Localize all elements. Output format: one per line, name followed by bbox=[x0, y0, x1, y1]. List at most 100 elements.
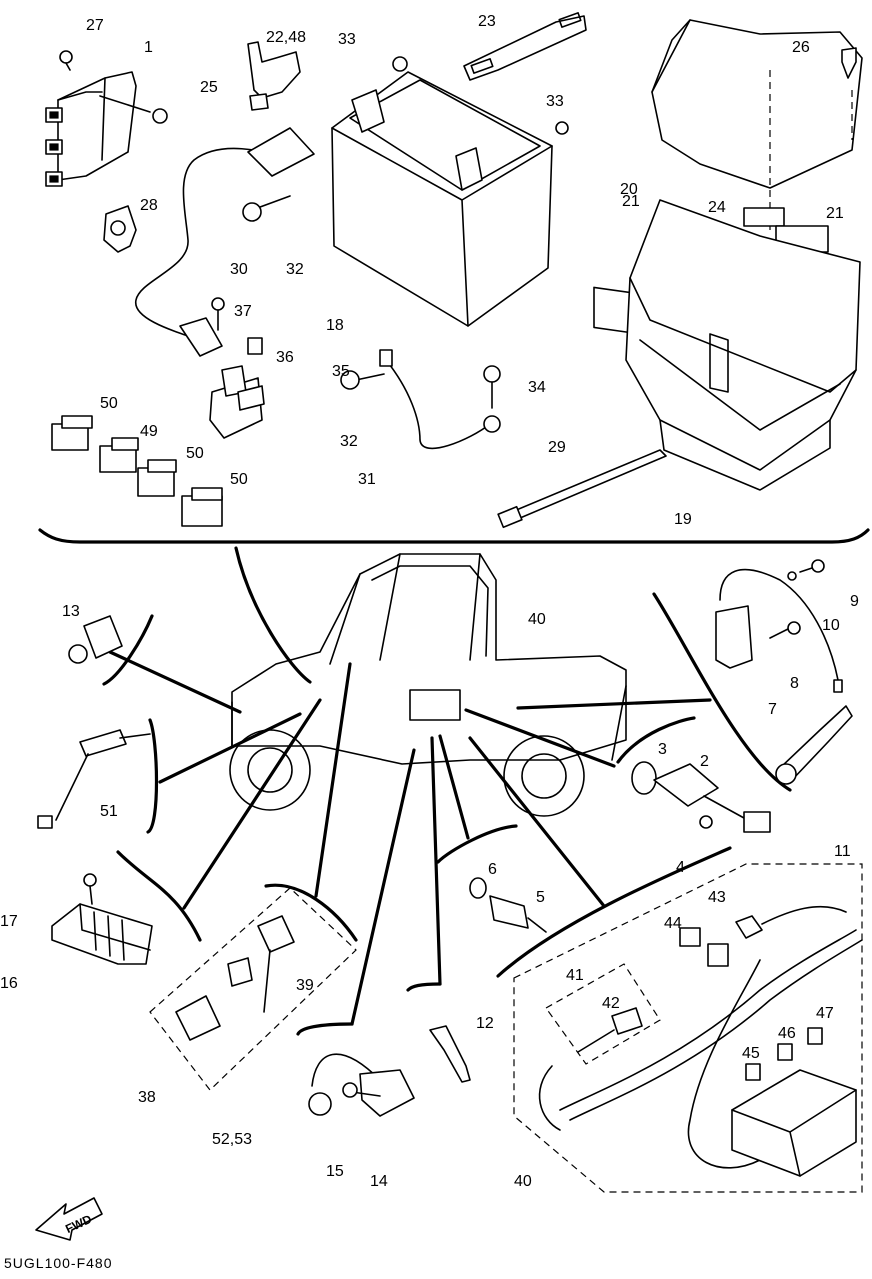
bolt-8 bbox=[769, 621, 801, 639]
connector-49 bbox=[99, 437, 139, 473]
callout-label: 25 bbox=[200, 79, 218, 96]
callout-label: 33 bbox=[546, 93, 564, 110]
bolt-32b bbox=[340, 370, 385, 390]
callout-label: 2 bbox=[700, 753, 709, 770]
callout-label: 38 bbox=[138, 1089, 156, 1106]
terminal-bolt-33b bbox=[555, 121, 569, 135]
callout-label: 5 bbox=[536, 889, 545, 906]
callout-label: 16 bbox=[0, 975, 18, 992]
callout-label: 20 bbox=[620, 181, 638, 198]
callout-label: 26 bbox=[792, 39, 810, 56]
callout-label: 8 bbox=[790, 675, 799, 692]
callout-label: 6 bbox=[488, 861, 497, 878]
callout-label: 34 bbox=[528, 379, 546, 396]
cable-31 bbox=[379, 349, 501, 450]
callout-label: 9 bbox=[850, 593, 859, 610]
washer-6 bbox=[469, 877, 487, 899]
callout-label: 4 bbox=[676, 859, 685, 876]
callout-label: 28 bbox=[140, 197, 158, 214]
callout-label: 52,53 bbox=[212, 1131, 252, 1148]
callout-label: 14 bbox=[370, 1173, 388, 1190]
bolt-37 bbox=[211, 297, 225, 331]
strap-23 bbox=[463, 12, 587, 81]
callout-label: 23 bbox=[478, 13, 496, 30]
sensor-2 bbox=[653, 763, 771, 833]
callout-label: 41 bbox=[566, 967, 584, 984]
callout-label: 24 bbox=[708, 199, 726, 216]
sensor-13 bbox=[68, 615, 123, 664]
clamp-28 bbox=[103, 205, 137, 253]
rectifier-16 bbox=[51, 903, 153, 965]
bolt-32a bbox=[242, 195, 291, 222]
callout-label: 46 bbox=[778, 1025, 796, 1042]
fuse-45 bbox=[745, 1063, 761, 1081]
bolt-27 bbox=[59, 50, 73, 71]
leader-lines bbox=[108, 546, 712, 1026]
screw-25 bbox=[99, 95, 168, 124]
callout-label: 40 bbox=[514, 1173, 532, 1190]
callout-label: 27 bbox=[86, 17, 104, 34]
callout-label: 3 bbox=[658, 741, 667, 758]
battery-box-19 bbox=[625, 199, 861, 491]
callout-label: 33 bbox=[338, 31, 356, 48]
connector-50b bbox=[137, 459, 177, 497]
callout-label: 22,48 bbox=[266, 29, 306, 46]
callout-label: 11 bbox=[834, 843, 851, 860]
callout-label: 21 bbox=[622, 193, 640, 210]
fuse-36 bbox=[247, 337, 263, 355]
section-divider bbox=[38, 528, 870, 544]
callout-label: 42 bbox=[602, 995, 620, 1012]
callout-label: 7 bbox=[768, 701, 777, 718]
callout-label: 50 bbox=[186, 445, 204, 462]
sensor-14-15 bbox=[308, 1053, 415, 1117]
cable-30 bbox=[135, 127, 315, 357]
terminal-bolt-33a bbox=[392, 56, 408, 72]
callout-label: 18 bbox=[326, 317, 344, 334]
plug-cap-11 bbox=[775, 705, 853, 785]
callout-label: 15 bbox=[326, 1163, 344, 1180]
fwd-arrow bbox=[35, 1197, 103, 1241]
callout-label: 32 bbox=[340, 433, 358, 450]
callout-label: 45 bbox=[742, 1045, 760, 1062]
bolt-4 bbox=[699, 815, 713, 829]
callout-label: 19 bbox=[674, 511, 692, 528]
callout-label: 13 bbox=[62, 603, 80, 620]
callout-label: 30 bbox=[230, 261, 248, 278]
ignition-coil-7 bbox=[715, 568, 843, 693]
bolt-34 bbox=[483, 365, 501, 409]
callout-label: 44 bbox=[664, 915, 682, 932]
starter-relay-35 bbox=[209, 365, 265, 439]
callout-label: 35 bbox=[332, 363, 350, 380]
callout-label: 10 bbox=[822, 617, 840, 634]
callout-label: 50 bbox=[100, 395, 118, 412]
callout-label: 50 bbox=[230, 471, 248, 488]
ecu-part-1 bbox=[45, 71, 137, 187]
connector-50c bbox=[181, 487, 223, 527]
callout-label: 29 bbox=[548, 439, 566, 456]
sensor-assembly-38 bbox=[149, 887, 357, 1091]
callout-label: 51 bbox=[100, 803, 118, 820]
fuse-box bbox=[731, 1069, 857, 1177]
cable-tie-29 bbox=[497, 449, 667, 529]
fuse-46 bbox=[777, 1043, 793, 1061]
o-ring-3 bbox=[631, 761, 657, 795]
relay-44 bbox=[679, 927, 729, 967]
wire-harness-40 bbox=[513, 863, 863, 1193]
callout-label: 21 bbox=[826, 205, 844, 222]
bolt-17 bbox=[83, 873, 97, 905]
battery-18 bbox=[331, 71, 553, 327]
cover-20 bbox=[651, 19, 863, 230]
callout-label: 12 bbox=[476, 1015, 494, 1032]
callout-label: 1 bbox=[144, 39, 153, 56]
sensor-51 bbox=[37, 729, 151, 829]
fuse-47 bbox=[807, 1027, 823, 1045]
bracket-curves bbox=[102, 592, 792, 1036]
washer-10 bbox=[787, 571, 797, 581]
callout-label: 49 bbox=[140, 423, 158, 440]
callout-label: 39 bbox=[296, 977, 314, 994]
callout-label: 37 bbox=[234, 303, 252, 320]
callout-label: 31 bbox=[358, 471, 376, 488]
spark-plug-12 bbox=[429, 1025, 471, 1083]
